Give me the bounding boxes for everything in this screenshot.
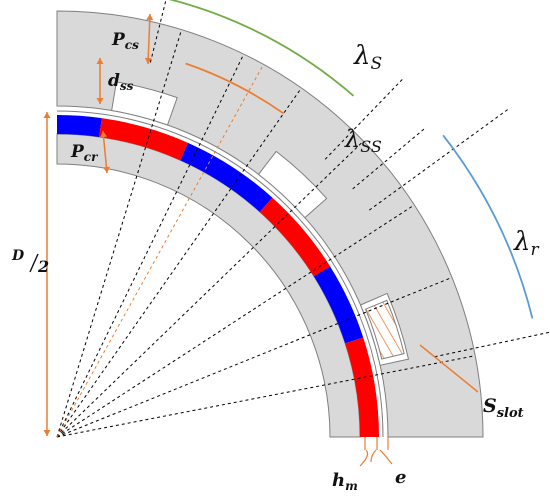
lambda-s-arc bbox=[168, 0, 355, 97]
magnet-ring bbox=[57, 115, 379, 437]
slot-centre-line bbox=[56, 64, 264, 438]
guide-line-4 bbox=[56, 140, 364, 438]
label-e: e bbox=[395, 467, 406, 488]
pcs-arrow-head-1 bbox=[146, 14, 154, 21]
label-lambda-r: λr bbox=[513, 227, 539, 260]
dss-arrow-head-2 bbox=[96, 98, 104, 104]
pcr-arrow bbox=[102, 130, 108, 174]
label-hm: hm bbox=[332, 470, 358, 493]
guide-line-5 bbox=[56, 204, 415, 438]
dimension-markers bbox=[43, 13, 479, 467]
pcs-arrow bbox=[147, 13, 151, 65]
guide-line-2 bbox=[56, 53, 245, 438]
magnet-segment-2 bbox=[99, 118, 188, 161]
extension-line-3 bbox=[352, 128, 426, 190]
label-d: D bbox=[11, 248, 25, 264]
rotor-quarter bbox=[56, 110, 384, 438]
d-half-arrow-head-2 bbox=[43, 430, 51, 436]
fraction-slash bbox=[29, 253, 39, 273]
pcr-arrow-head-1 bbox=[100, 131, 108, 138]
extension-line-2 bbox=[324, 76, 405, 160]
lambda-ss-arc bbox=[185, 62, 285, 115]
pcr-arrow-head-2 bbox=[102, 166, 110, 173]
label-d-over-2: D 2 bbox=[11, 248, 49, 276]
guide-line-1 bbox=[56, 29, 183, 438]
magnet-segment-5 bbox=[313, 266, 364, 344]
magnet-segment-4 bbox=[259, 197, 331, 277]
label-lambda-ss: λSS bbox=[344, 125, 382, 156]
d-half-arrow-head-1 bbox=[43, 112, 51, 118]
s-slot-pointer bbox=[419, 344, 479, 393]
label-dss: dss bbox=[108, 71, 134, 93]
magnet-segment-3 bbox=[180, 142, 273, 212]
hm-leader-2 bbox=[370, 449, 377, 463]
pole-pitch-guide-lines bbox=[56, 0, 550, 438]
label-2: 2 bbox=[37, 257, 49, 276]
magnet-segment-1 bbox=[57, 115, 102, 137]
stator-quarter bbox=[56, 10, 484, 438]
rotor-yoke bbox=[56, 133, 361, 438]
label-pcr: Pcr bbox=[70, 142, 99, 164]
dss-arrow-head-1 bbox=[96, 58, 104, 64]
slot-winding-hatched bbox=[364, 299, 405, 360]
air-gap-boundary bbox=[56, 110, 384, 438]
extension-line-4 bbox=[434, 331, 550, 358]
lambda-r-arc bbox=[442, 134, 534, 319]
guide-line-7 bbox=[56, 355, 476, 438]
pcs-arrow-head-2 bbox=[144, 57, 152, 64]
pitch-arcs bbox=[168, 0, 534, 319]
guide-line-3 bbox=[56, 87, 302, 438]
magnet-segment-6 bbox=[345, 337, 379, 437]
extension-line-1 bbox=[149, 0, 167, 63]
label-s-slot: Sslot bbox=[483, 395, 524, 421]
guide-line-6 bbox=[56, 276, 453, 438]
label-pcs: Pcs bbox=[111, 30, 139, 52]
extension-line-5 bbox=[368, 107, 511, 211]
hm-leader bbox=[359, 449, 369, 467]
label-lambda-s: λS bbox=[353, 41, 382, 74]
e-leader bbox=[379, 449, 393, 465]
